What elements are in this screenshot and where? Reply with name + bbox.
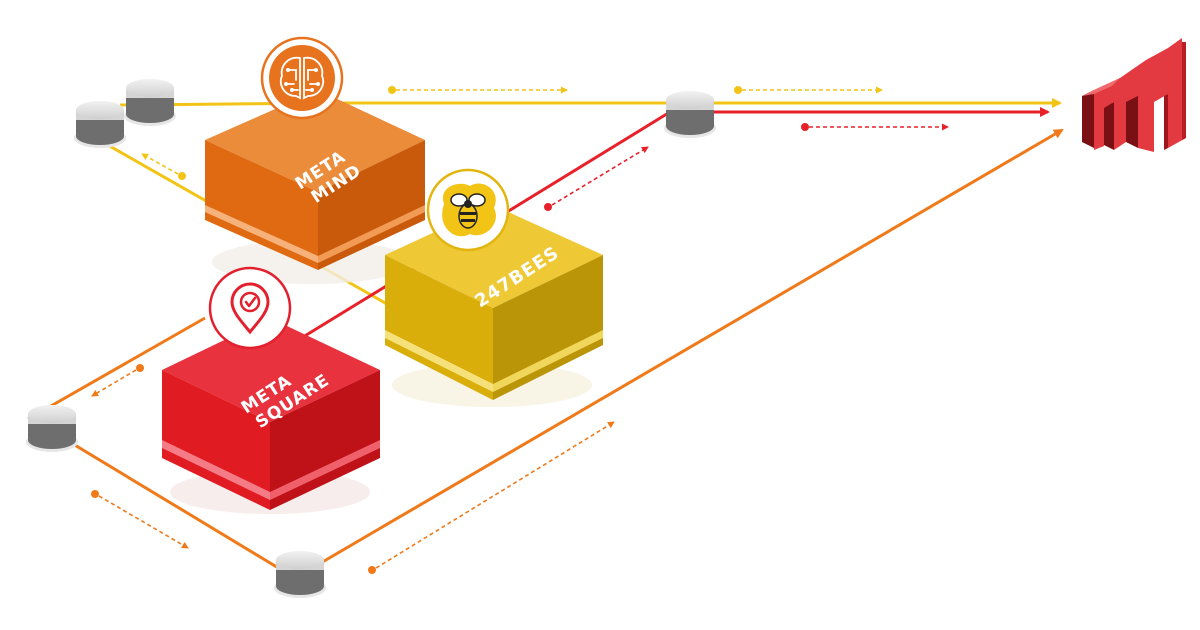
- flow-arrow-yellow-3: [141, 153, 186, 180]
- relay-node: [124, 79, 176, 126]
- relay-node: [26, 405, 78, 452]
- yellow-route: [119, 98, 1062, 108]
- relay-node: [74, 101, 126, 148]
- flow-arrow-orange-1: [91, 364, 144, 397]
- brain-circuit-icon: [260, 36, 344, 120]
- flow-arrow-yellow-1: [388, 86, 568, 94]
- brand-logo-icon: [1082, 38, 1186, 152]
- relay-node: [274, 551, 326, 598]
- relay-node: [664, 91, 716, 138]
- flow-arrow-yellow-2: [734, 86, 883, 94]
- block-metamind: META MIND: [205, 36, 425, 284]
- block-247bees: 247BEES: [385, 168, 603, 407]
- block-metasquare: META SQUARE: [162, 266, 380, 514]
- flow-arrows: [91, 86, 949, 574]
- location-check-icon: [208, 266, 292, 350]
- flow-arrow-orange-2: [91, 490, 189, 549]
- flow-arrow-red-1: [801, 123, 949, 131]
- flow-arrow-red-2: [544, 146, 649, 211]
- relay-nodes: [26, 79, 716, 598]
- flow-arrow-orange-3: [368, 421, 615, 574]
- bee-icon: [426, 168, 510, 252]
- orange-route: [27, 128, 1064, 580]
